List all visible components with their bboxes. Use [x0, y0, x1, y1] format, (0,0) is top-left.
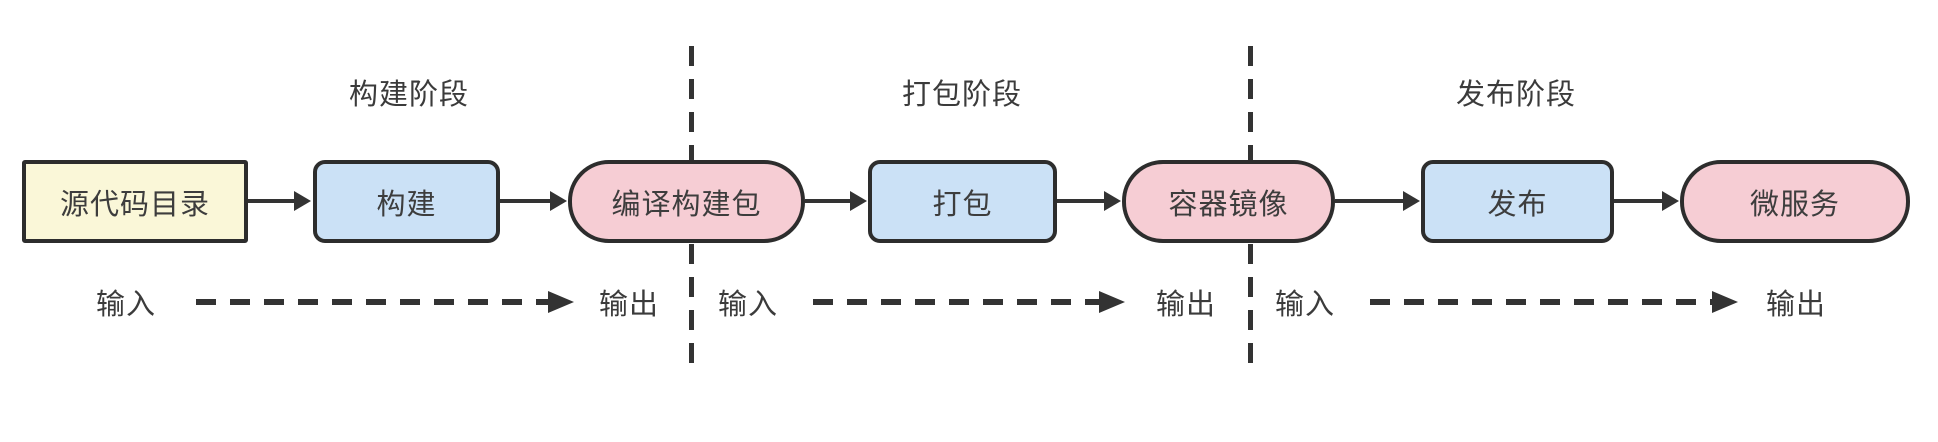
output-label-2: 输出	[1155, 289, 1217, 321]
node-package: 打包	[868, 160, 1057, 243]
node-container-image: 容器镜像	[1122, 160, 1335, 243]
node-release: 发布	[1421, 160, 1614, 243]
flow-arrow-5	[1335, 199, 1403, 203]
io-dashed-arrow-2	[813, 299, 1099, 305]
flow-arrow-2	[500, 199, 550, 203]
flow-arrow-1	[248, 199, 294, 203]
input-label-1: 输入	[95, 289, 157, 321]
output-label-3: 输出	[1765, 289, 1827, 321]
flow-arrow-3	[805, 199, 850, 203]
phase-label-build: 构建阶段	[348, 79, 470, 111]
phase-label-package: 打包阶段	[901, 79, 1023, 111]
phase-label-release: 发布阶段	[1455, 79, 1577, 111]
output-label-1: 输出	[598, 289, 660, 321]
io-dashed-arrow-1	[196, 299, 548, 305]
flow-arrow-4	[1057, 199, 1104, 203]
node-build-package: 编译构建包	[568, 160, 805, 243]
input-label-2: 输入	[717, 289, 779, 321]
node-source-code-dir: 源代码目录	[22, 160, 248, 243]
io-dashed-arrow-3	[1370, 299, 1712, 305]
input-label-3: 输入	[1274, 289, 1336, 321]
flow-arrow-6	[1614, 199, 1662, 203]
node-build: 构建	[313, 160, 500, 243]
node-microservice: 微服务	[1680, 160, 1910, 243]
